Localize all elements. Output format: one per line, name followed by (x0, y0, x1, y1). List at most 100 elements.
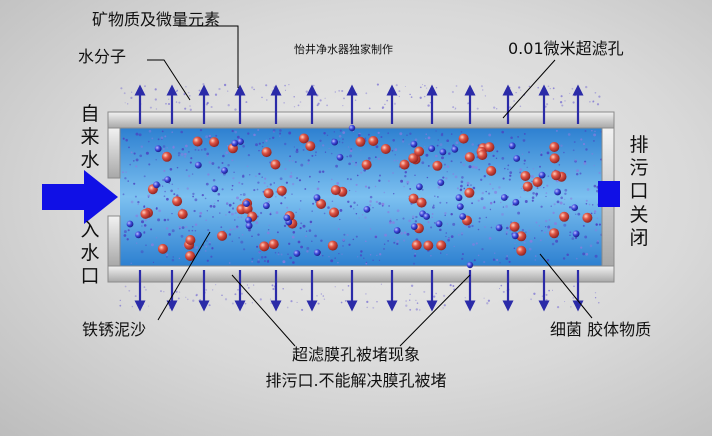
haze-dot (246, 284, 249, 286)
red-particle (185, 235, 196, 245)
haze-dot (279, 177, 283, 181)
haze-dot (427, 221, 430, 223)
haze-dot (452, 106, 455, 109)
haze-dot (300, 288, 303, 291)
haze-dot (317, 302, 320, 305)
blue-particle (459, 213, 467, 220)
haze-dot (537, 86, 540, 89)
blue-particle (283, 214, 291, 222)
haze-dot (573, 285, 575, 287)
haze-dot (391, 149, 394, 152)
haze-dot (155, 158, 157, 161)
haze-dot (339, 208, 343, 212)
haze-dot (372, 259, 374, 262)
membrane-bottom (107, 265, 615, 283)
label-water-molecule: 水分子 (78, 47, 127, 66)
haze-dot (135, 214, 139, 218)
haze-dot (238, 181, 241, 184)
red-particle (464, 187, 475, 198)
red-particle (411, 240, 422, 251)
haze-dot (229, 228, 232, 231)
haze-dot (341, 141, 344, 144)
red-particle (209, 137, 220, 148)
haze-dot (187, 91, 190, 94)
haze-dot (193, 209, 196, 213)
haze-dot (194, 198, 198, 202)
haze-dot (145, 151, 149, 155)
haze-dot (264, 255, 267, 259)
haze-dot (308, 229, 312, 232)
haze-dot (478, 168, 481, 171)
haze-dot (262, 141, 264, 144)
haze-dot (141, 220, 144, 224)
haze-dot (171, 131, 173, 133)
haze-dot (446, 171, 448, 173)
haze-dot (549, 88, 551, 90)
haze-dot (594, 212, 596, 214)
haze-dot (276, 231, 279, 234)
haze-dot (338, 134, 342, 138)
haze-dot (592, 100, 595, 103)
haze-dot (408, 219, 411, 223)
blue-particle (237, 138, 244, 146)
haze-dot (443, 294, 446, 297)
haze-dot (551, 289, 554, 291)
haze-dot (488, 133, 492, 137)
haze-dot (185, 144, 188, 148)
haze-dot (283, 261, 285, 263)
haze-dot (219, 212, 221, 214)
red-particle (263, 188, 274, 199)
red-particle (559, 211, 570, 222)
haze-dot (228, 211, 231, 214)
haze-dot (188, 229, 191, 232)
haze-dot (287, 253, 289, 255)
red-particle (380, 144, 391, 154)
blue-particle (126, 220, 134, 228)
haze-dot (177, 188, 179, 190)
haze-dot (184, 155, 187, 158)
haze-dot (381, 106, 385, 109)
haze-dot (140, 145, 144, 148)
haze-dot (124, 102, 126, 104)
haze-dot (122, 137, 125, 140)
haze-dot (396, 242, 399, 246)
haze-dot (166, 256, 168, 258)
haze-dot (236, 135, 240, 139)
haze-dot (437, 196, 439, 198)
haze-dot (137, 200, 140, 204)
haze-dot (147, 140, 150, 143)
haze-dot (184, 107, 187, 110)
blue-particle (231, 139, 239, 147)
haze-dot (129, 163, 132, 166)
haze-dot (168, 307, 171, 309)
haze-dot (172, 256, 174, 258)
haze-dot (378, 259, 381, 262)
haze-dot (543, 186, 545, 189)
haze-dot (131, 305, 134, 308)
haze-dot (178, 257, 181, 260)
haze-dot (546, 151, 550, 155)
haze-dot (425, 133, 427, 135)
haze-dot (563, 203, 565, 205)
haze-dot (336, 182, 340, 185)
haze-dot (450, 133, 453, 135)
haze-dot (127, 103, 129, 105)
haze-dot (294, 161, 297, 163)
haze-dot (131, 91, 133, 93)
haze-dot (241, 182, 244, 185)
haze-dot (232, 202, 235, 205)
haze-dot (472, 186, 476, 190)
haze-dot (519, 171, 522, 174)
haze-dot (279, 135, 281, 137)
haze-dot (554, 222, 557, 226)
haze-dot (284, 84, 286, 87)
haze-dot (272, 287, 275, 291)
haze-dot (347, 146, 350, 148)
haze-dot (485, 216, 488, 219)
haze-dot (364, 216, 367, 219)
haze-dot (242, 248, 246, 251)
haze-dot (372, 306, 375, 309)
haze-dot (478, 217, 481, 220)
haze-dot (396, 239, 400, 243)
haze-dot (171, 183, 174, 186)
